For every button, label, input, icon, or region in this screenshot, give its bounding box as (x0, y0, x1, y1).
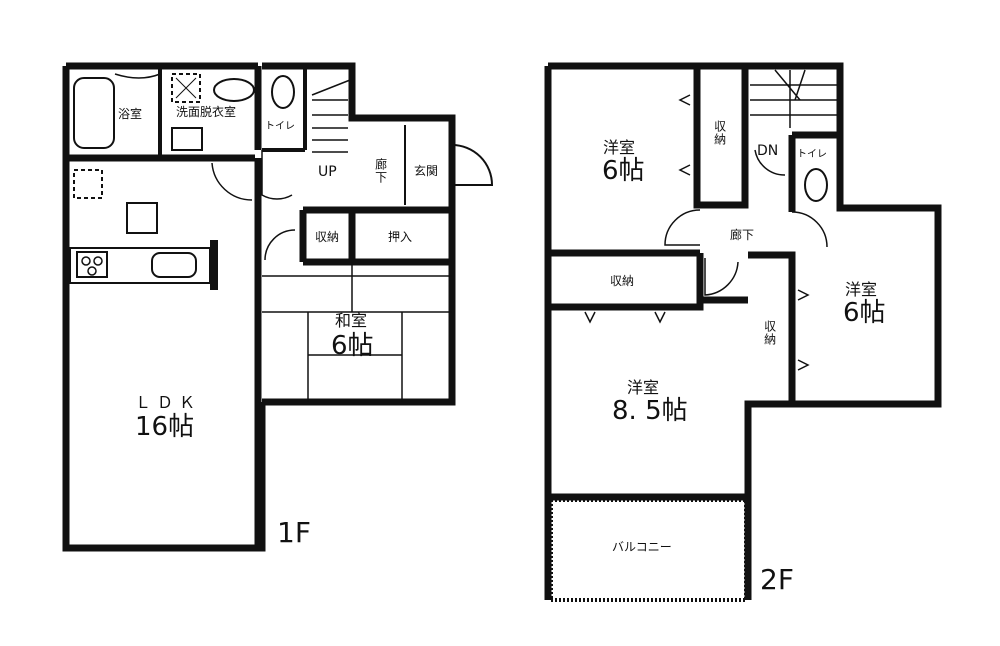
toilet-1f-icon (271, 75, 295, 109)
appliance-icon (126, 202, 158, 234)
room-western-c-name: 洋室 (627, 378, 660, 397)
floor-2-walls (544, 62, 942, 600)
room-hallway-1f: 廊下 (373, 158, 388, 184)
bathtub-icon (73, 77, 115, 149)
room-hallway-2f: 廊下 (730, 228, 755, 242)
stairs-1f (311, 79, 351, 153)
room-ldk-size: 16帖 (135, 412, 195, 442)
tatami-lines (262, 262, 452, 402)
floor-2-label: 2F (760, 563, 794, 596)
room-storage-1f: 収納 (315, 230, 340, 244)
balcony-rail (549, 498, 748, 602)
room-storage-2f-c: 収納 (762, 320, 777, 346)
room-washroom: 洗面脱衣室 (176, 105, 237, 119)
room-entrance: 玄関 (414, 164, 439, 178)
room-balcony: バルコニー (612, 540, 672, 554)
washbasin-icon (213, 78, 255, 102)
stairs-down-label: DN (757, 143, 779, 159)
room-western-c-size: 8. 5帖 (612, 396, 688, 426)
stairs-up-label: UP (318, 164, 337, 180)
room-toilet-1f: トイレ (265, 121, 295, 132)
entrance-door-swing (451, 144, 494, 186)
fridge-space-icon (73, 169, 103, 199)
room-western-a-name: 洋室 (603, 138, 636, 157)
water-heater-icon (171, 127, 203, 151)
floor-1-walls (62, 62, 456, 552)
stove-icon (76, 251, 108, 278)
room-toilet-2f: トイレ (797, 149, 827, 160)
room-storage-2f-a: 収納 (712, 120, 727, 146)
stairs-2f (750, 69, 838, 128)
room-japanese-name: 和室 (335, 311, 368, 330)
toilet-2f-icon (804, 168, 828, 202)
floor-1-label: 1F (277, 516, 311, 549)
room-ldk-name: ＬＤＫ (135, 393, 202, 412)
room-bath: 浴室 (118, 107, 143, 121)
room-storage-2f-b: 収納 (610, 274, 635, 288)
room-western-a-size: 6帖 (602, 156, 645, 186)
kitchen-sink-icon (151, 252, 197, 278)
room-closet: 押入 (388, 230, 413, 244)
room-western-b-name: 洋室 (845, 280, 878, 299)
room-japanese-size: 6帖 (331, 331, 374, 361)
washer-space-icon (171, 73, 201, 103)
room-western-b-size: 6帖 (843, 298, 886, 328)
